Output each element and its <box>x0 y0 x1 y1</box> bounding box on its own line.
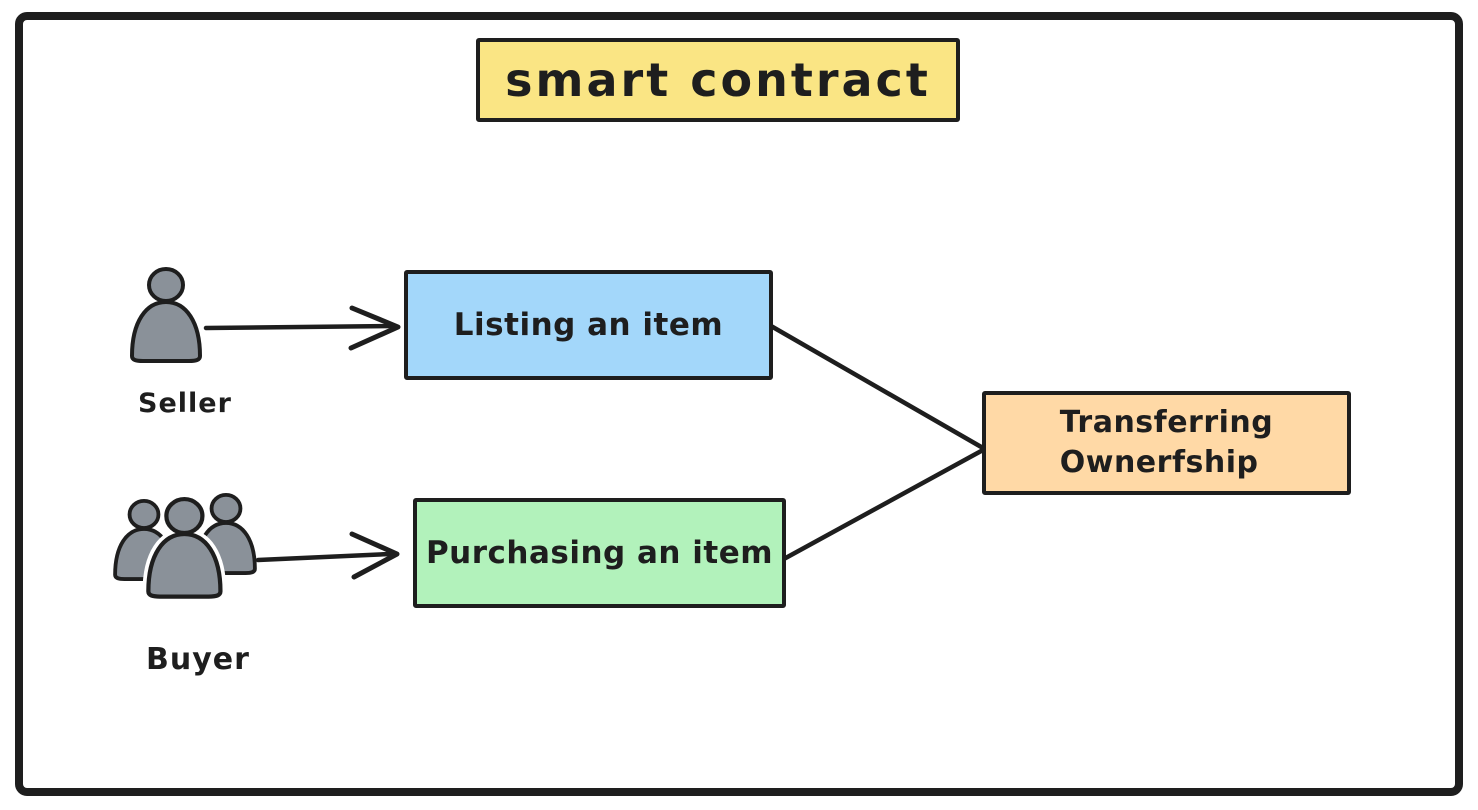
seller-label: Seller <box>138 388 232 419</box>
node-transfer-line1: Transferring <box>1059 405 1274 440</box>
canvas-border <box>15 12 1463 796</box>
buyer-label: Buyer <box>146 642 250 677</box>
title-label: smart contract <box>505 53 931 107</box>
node-transferring-ownership: Transferring Ownerfship <box>982 391 1351 495</box>
title-box: smart contract <box>476 38 960 122</box>
node-listing-label: Listing an item <box>453 307 724 343</box>
node-transfer-label: Transferring Ownerfship <box>1060 403 1274 483</box>
node-listing-an-item: Listing an item <box>404 270 773 380</box>
node-purchasing-label: Purchasing an item <box>425 535 774 571</box>
node-transfer-line2: Ownerfship <box>1059 445 1259 480</box>
node-purchasing-an-item: Purchasing an item <box>413 498 786 608</box>
